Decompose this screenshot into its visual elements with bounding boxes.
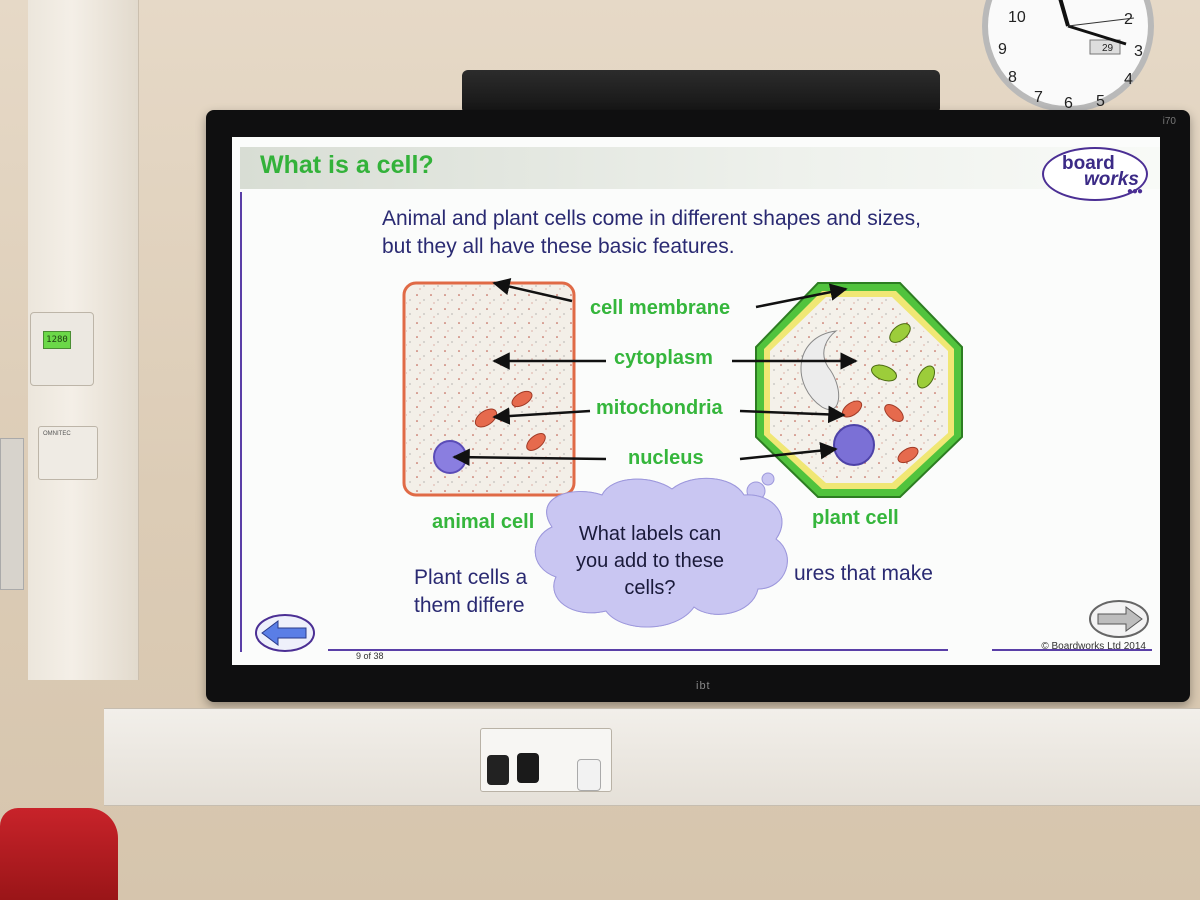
thought-bubble-text: What labels can you add to these cells? [576, 523, 724, 599]
logo-dots: ●●● [1126, 186, 1143, 197]
wall-switch: OMNITEC [38, 426, 98, 480]
tv-model-label: i70 [1162, 116, 1176, 127]
bottom-text-left-1: Plant cells a [414, 566, 528, 589]
clock-number: 7 [1034, 89, 1043, 106]
label-nucleus: nucleus [628, 447, 704, 469]
clock-number: 4 [1124, 71, 1133, 88]
chloroplast [916, 365, 936, 389]
footer-line-right [992, 649, 1152, 651]
animal-mitochondrion [511, 390, 533, 408]
clock-number: 6 [1064, 95, 1073, 112]
tv-brand-label: ibt [696, 680, 711, 692]
intro-line-2: but they all have these basic features. [382, 235, 735, 258]
soundbar [462, 70, 940, 114]
arrow-left-icon [261, 620, 307, 646]
nav-next-button[interactable] [1088, 599, 1150, 639]
clock-number: 10 [1008, 9, 1026, 26]
label-mitochondria: mitochondria [596, 397, 723, 419]
arrow-membrane-left [492, 278, 573, 303]
plant-mitochondrion [884, 404, 904, 422]
clock-number: 8 [1008, 69, 1017, 86]
clock-date: 29 [1102, 43, 1114, 54]
bottom-text-right-1: ures that make [794, 562, 933, 585]
footer-line [328, 649, 948, 651]
arrow-membrane-right [755, 283, 848, 309]
intro-text: Animal and plant cells come in different… [382, 205, 1022, 261]
slide-screen: What is a cell? board works ●●● Animal a… [232, 137, 1160, 665]
bottom-text-left-2: them differe [414, 594, 525, 617]
cable-trunking [104, 708, 1200, 806]
wall-switch-label: OMNITEC [43, 431, 71, 437]
caption-plant-cell: plant cell [812, 507, 899, 529]
clock-number: 2 [1124, 11, 1133, 28]
arrow-nucleus-right [739, 441, 838, 461]
chloroplast [889, 323, 911, 343]
nav-back-button[interactable] [254, 613, 316, 653]
arrow-mitochondria-right [739, 405, 846, 424]
clock-number: 3 [1134, 43, 1143, 60]
interactive-display: i70 ibt What is a cell? board works ●●● … [206, 110, 1190, 702]
plant-nucleus [833, 424, 875, 466]
slide-border-line [240, 192, 242, 652]
clock-number: 5 [1096, 93, 1105, 110]
thermostat-display: 1280 [43, 331, 71, 349]
label-cytoplasm: cytoplasm [614, 347, 713, 369]
plant-cell [755, 282, 963, 498]
white-plug [577, 759, 601, 791]
slide-header-bar [240, 147, 1160, 189]
thermostat: 1280 [30, 312, 94, 386]
logo-text-bottom: works [1084, 169, 1139, 190]
plant-mitochondrion [897, 446, 919, 464]
clock-number: 9 [998, 41, 1007, 58]
label-cell-membrane: cell membrane [590, 297, 731, 319]
animal-cell [402, 281, 576, 497]
wall-panel [0, 438, 24, 590]
wall-clock: 10 2 9 3 8 4 7 6 5 29 [982, 0, 1154, 112]
caption-animal-cell: animal cell [432, 511, 535, 533]
boardworks-logo: board works ●●● [1042, 147, 1148, 201]
arrow-nucleus-left [452, 448, 607, 466]
arrow-mitochondria-left [492, 407, 591, 425]
intro-line-1: Animal and plant cells come in different… [382, 207, 921, 230]
slide-title: What is a cell? [260, 151, 434, 179]
animal-mitochondrion [526, 433, 546, 451]
chloroplast [871, 364, 897, 382]
black-plug [487, 755, 509, 785]
arrow-right-icon [1097, 606, 1143, 632]
copyright-text: © Boardworks Ltd 2014 [1041, 641, 1146, 652]
black-plug [517, 753, 539, 783]
logo-text-top: board [1062, 153, 1115, 174]
red-chair [0, 808, 118, 900]
power-socket [480, 728, 612, 792]
page-number: 9 of 38 [356, 651, 384, 661]
